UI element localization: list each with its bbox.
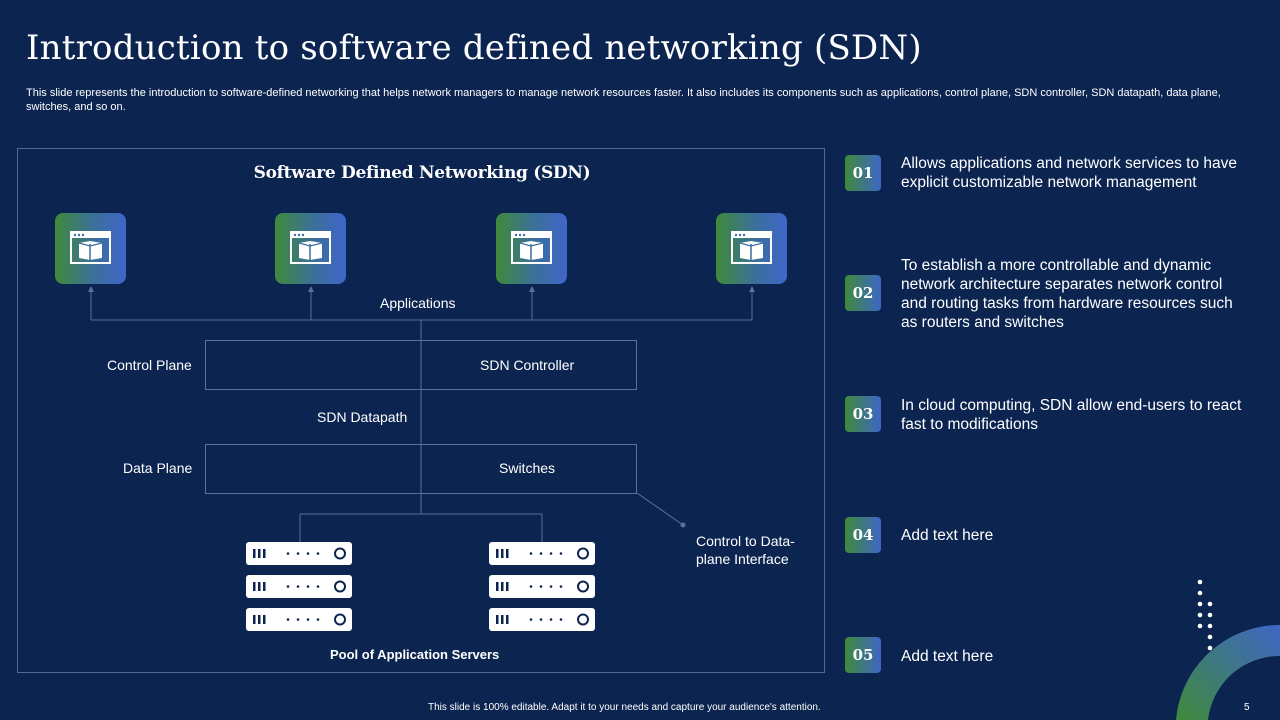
server-rack-icon <box>253 613 346 626</box>
point-number-badge: 04 <box>845 517 881 553</box>
server-rack-icon <box>253 547 346 560</box>
control-plane-box <box>205 340 637 390</box>
diagram-title: Software Defined Networking (SDN) <box>253 163 591 183</box>
control-plane-label: Control Plane <box>107 357 192 373</box>
server-unit <box>246 608 352 631</box>
point-number-badge: 05 <box>845 637 881 673</box>
point-text: Allows applications and network services… <box>901 155 1238 191</box>
point-number-badge: 02 <box>845 275 881 311</box>
server-unit <box>489 542 595 565</box>
point-text: In cloud computing, SDN allow end-users … <box>901 397 1242 433</box>
server-unit <box>246 575 352 598</box>
server-rack-icon <box>253 580 346 593</box>
server-rack-icon <box>496 580 589 593</box>
page-number: 5 <box>1244 702 1250 713</box>
application-icon <box>716 213 787 284</box>
server-unit <box>246 542 352 565</box>
sdn-datapath-label: SDN Datapath <box>317 409 408 425</box>
point-text: To establish a more controllable and dyn… <box>901 257 1233 331</box>
pool-of-servers-label: Pool of Application Servers <box>330 647 500 662</box>
point-text: Add text here <box>901 527 994 544</box>
point-number-badge: 01 <box>845 155 881 191</box>
server-unit <box>489 575 595 598</box>
application-icon <box>275 213 346 284</box>
applications-label: Applications <box>380 295 456 311</box>
browser-window-box-icon <box>731 231 772 264</box>
point-number-badge: 03 <box>845 396 881 432</box>
server-rack-icon <box>496 613 589 626</box>
slide-title: Introduction to software defined network… <box>26 28 922 68</box>
browser-window-box-icon <box>511 231 552 264</box>
sdn-diagram-panel: Software Defined Networking (SDN) <box>17 148 825 673</box>
data-plane-box <box>205 444 637 494</box>
application-icon <box>55 213 126 284</box>
sdn-controller-label: SDN Controller <box>480 357 575 373</box>
data-plane-label: Data Plane <box>123 460 193 476</box>
interface-label-line1: Control to Data- <box>696 533 795 549</box>
application-icon <box>496 213 567 284</box>
server-rack-icon <box>496 547 589 560</box>
browser-window-box-icon <box>70 231 111 264</box>
footer-text: This slide is 100% editable. Adapt it to… <box>428 702 821 713</box>
browser-window-box-icon <box>290 231 331 264</box>
slide-subtitle: This slide represents the introduction t… <box>26 87 1221 113</box>
point-text: Add text here <box>901 648 994 665</box>
switches-label: Switches <box>499 460 556 476</box>
server-unit <box>489 608 595 631</box>
diagram-connectors <box>88 286 755 542</box>
interface-label-line2: plane Interface <box>696 551 789 567</box>
